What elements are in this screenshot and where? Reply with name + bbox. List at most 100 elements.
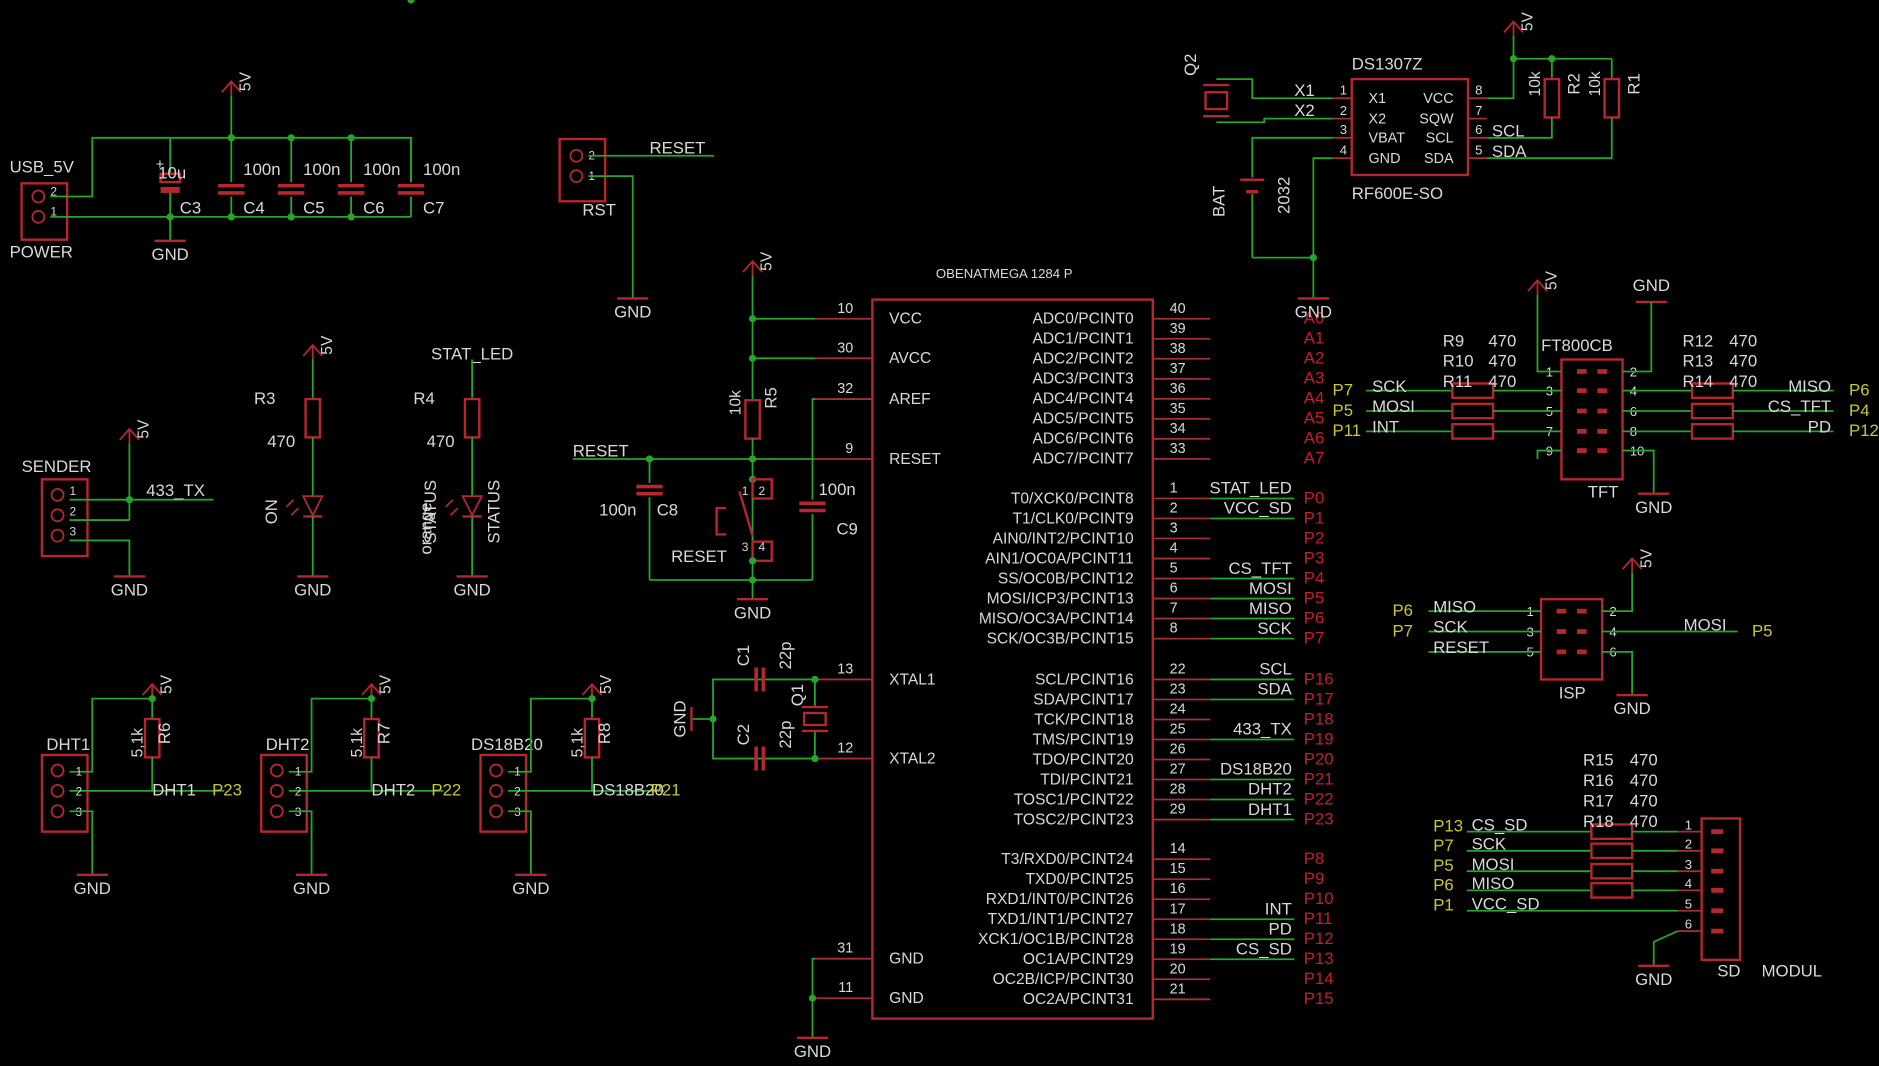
mcu-port-label: P9 (1304, 869, 1325, 888)
rtc-pin-number: 5 (1475, 143, 1482, 158)
mcu-net-label: DHT2 (1248, 780, 1292, 799)
junction (347, 134, 355, 142)
rst-net-label: RESET (650, 138, 706, 157)
mcu-pin-name: AVCC (889, 350, 931, 367)
mcu-pin-number: 34 (1170, 421, 1186, 437)
capacitor-name: C1 (734, 645, 753, 666)
junction (808, 994, 817, 1002)
tft-connector (1560, 358, 1624, 481)
mcu-pin-number: 16 (1170, 881, 1186, 897)
capacitor-name: C6 (363, 198, 384, 217)
led-color: orange (416, 502, 435, 554)
rtc-pin-number: 4 (1340, 143, 1347, 158)
mcu-net-label: VCC_SD (1224, 499, 1292, 518)
mcu-pin-name: GND (889, 950, 924, 967)
sensor-name: DHT2 (266, 735, 310, 754)
sensor-net: DHT2 (371, 781, 415, 800)
capacitor-name: C9 (836, 519, 857, 538)
sensor-connector (260, 753, 308, 833)
wire (1216, 117, 1333, 124)
mcu-port-label: P8 (1304, 849, 1325, 868)
connector-pin (50, 488, 65, 502)
mcu-pin-name: RESET (889, 451, 941, 468)
wire (508, 697, 592, 773)
junction (227, 134, 235, 142)
resistor-value: 5,1k (130, 728, 147, 758)
supply-arrow (221, 80, 242, 93)
sd-pin (1711, 887, 1724, 893)
isp-net: SCK (1433, 618, 1467, 637)
resistor-value: 10k (1527, 71, 1544, 96)
wire (1536, 294, 1562, 373)
resistor-value: 470 (1630, 751, 1658, 770)
mcu-net-label: CS_TFT (1228, 559, 1291, 578)
power-connector-name: USB_5V (10, 158, 75, 177)
mcu-pin-number: 31 (837, 941, 853, 957)
sender-name: SENDER (22, 457, 92, 476)
supply-label: 5V (1520, 12, 1537, 32)
mcu-pin-name: XTAL1 (889, 671, 935, 688)
mcu-port-label: P15 (1304, 989, 1334, 1008)
mcu-net-label: CS_SD (1236, 939, 1292, 958)
mcu-pin-number: 23 (1170, 681, 1186, 697)
mcu-net-label: DS18B20 (1220, 760, 1292, 779)
capacitor-value: 100n (363, 160, 400, 179)
ground-label: GND (734, 603, 771, 622)
sd-net: CS_SD (1472, 815, 1528, 834)
ground-label: GND (1614, 699, 1651, 718)
isp-pin (1577, 629, 1587, 634)
sensor-pin-label: 1 (514, 764, 521, 778)
isp-pin (1577, 649, 1587, 655)
sensor-net: DHT1 (152, 781, 196, 800)
junction (367, 695, 376, 703)
mcu-pin-number: 8 (1170, 621, 1178, 637)
mcu-pin-number: 20 (1170, 961, 1186, 977)
resistor-value: 5,1k (569, 728, 586, 758)
isp-port: P5 (1752, 621, 1773, 640)
mcu-pin-name: SCK/OC3B/PCINT15 (987, 630, 1134, 647)
power-pin-1 (31, 210, 46, 224)
mcu-pin-name: ADC1/PCINT1 (1032, 331, 1133, 348)
crystal-q2 (1204, 91, 1229, 111)
mcu-net-label: DHT1 (1248, 800, 1292, 819)
resistor-name: R3 (254, 389, 275, 408)
mcu-pin-number: 1 (1170, 481, 1178, 497)
tft-pin (1597, 408, 1607, 414)
sender-pin-label: 3 (70, 525, 77, 539)
mcu-pin-number: 22 (1170, 661, 1186, 677)
sd-pin (1711, 848, 1724, 854)
reset-switch-pad (751, 478, 773, 500)
sd-series-resistor (1590, 862, 1634, 880)
mcu-pin-name: XCK1/OC1B/PCINT28 (978, 931, 1134, 948)
mcu-net-label: MOSI (1249, 579, 1292, 598)
led-emission-arrows (445, 499, 459, 516)
isp-pin (1577, 608, 1587, 614)
wire (1536, 449, 1562, 459)
mcu-pin-name: T0/XCK0/PCINT8 (1011, 490, 1134, 507)
sd-net: SCK (1472, 835, 1506, 854)
junction (148, 695, 156, 703)
isp-pin (1556, 608, 1567, 614)
mcu-port-label: P6 (1304, 608, 1325, 627)
supply-label: 5V (378, 674, 395, 694)
ground-label: GND (294, 581, 331, 600)
resistor-value: 470 (1729, 372, 1757, 391)
sensor-net: DS18B20 (592, 781, 664, 800)
rtc-pin-number: 8 (1475, 83, 1482, 98)
switch-pin-label: 1 (742, 484, 749, 498)
mcu-pin-name: OC1A/PCINT29 (1023, 951, 1134, 968)
mcu-port-label: P0 (1304, 488, 1325, 507)
mcu-pin-number: 29 (1170, 802, 1186, 818)
reset-pullup (744, 399, 761, 440)
mcu-pin-name: T3/RXD0/PCINT24 (1001, 851, 1134, 868)
tft-net: MOSI (1372, 397, 1415, 416)
mcu-pin-number: 14 (1170, 841, 1186, 857)
rtc-pin-name: VCC (1423, 91, 1453, 107)
mcu-pin-number: 13 (837, 661, 853, 677)
rtc-net: SDA (1492, 142, 1527, 161)
tft-port: P7 (1333, 380, 1354, 399)
mcu-net-label: 433_TX (1233, 720, 1292, 739)
wire (288, 810, 313, 875)
mcu-pin-number: 39 (1170, 321, 1186, 337)
wire (1602, 572, 1634, 613)
